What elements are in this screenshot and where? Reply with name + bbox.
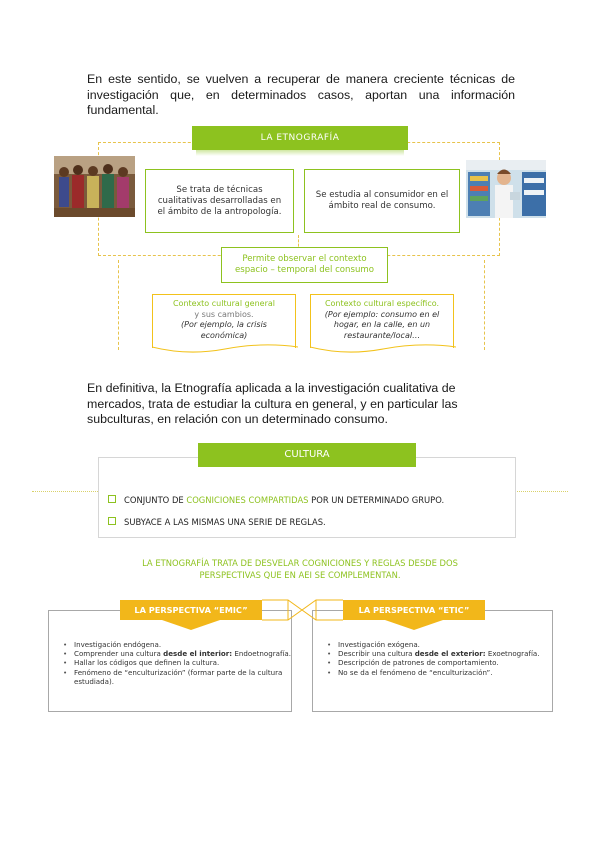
emic-title-arrow bbox=[162, 620, 220, 630]
wave-border bbox=[310, 344, 456, 353]
etic-list: Investigación exógena. Describir una cul… bbox=[324, 640, 560, 677]
cultura-summary: LA ETNOGRAFÍA TRATA DE DESVELAR COGNICIO… bbox=[142, 558, 458, 580]
etic-item: Descripción de patrones de comportamient… bbox=[327, 658, 560, 667]
second-paragraph: En definitiva, la Etnografía aplicada a … bbox=[87, 381, 458, 426]
cultura-frame-top-right bbox=[416, 457, 515, 458]
context-general-box: Contexto cultural general y sus cambios.… bbox=[152, 294, 298, 353]
checkbox-icon bbox=[108, 517, 116, 525]
cultura-frame bbox=[98, 457, 516, 538]
context-general-subtitle: y sus cambios. bbox=[194, 309, 254, 319]
cultura-item-2: SUBYACE A LAS MISMAS UNA SERIE DE REGLAS… bbox=[108, 517, 508, 527]
cultura-title: CULTURA bbox=[198, 443, 416, 467]
dashed-connector-center bbox=[298, 235, 300, 251]
consumer-box: Se estudia al consumidor en el ámbito re… bbox=[304, 169, 460, 233]
etic-title-arrow bbox=[385, 620, 443, 630]
supermarket-shopper-photo bbox=[466, 160, 546, 218]
cultura-frame-top bbox=[98, 457, 198, 458]
context-general-example: (Por ejemplo, la crisis económica) bbox=[181, 320, 267, 340]
cultura-section: CULTURA CONJUNTO DE COGNICIONES COMPARTI… bbox=[0, 436, 599, 586]
emic-list: Investigación endógena. Comprender una c… bbox=[60, 640, 300, 686]
etnografia-diagram: LA ETNOGRAFÍA Se trata de técnicas c bbox=[0, 120, 599, 360]
complement-cross-icon bbox=[262, 599, 343, 621]
context-general-title: Contexto cultural general bbox=[172, 299, 276, 308]
context-specific-box: Contexto cultural específico. (Por ejemp… bbox=[310, 294, 456, 353]
etic-item: Describir una cultura desde el exterior:… bbox=[327, 649, 560, 658]
emic-item: Hallar los códigos que definen la cultur… bbox=[63, 658, 300, 667]
context-box: Permite observar el contexto espacio – t… bbox=[221, 247, 388, 283]
etic-title: LA PERSPECTIVA “ETIC” bbox=[343, 600, 485, 620]
checkbox-icon bbox=[108, 495, 116, 503]
title-bar-shadow bbox=[196, 150, 404, 156]
etic-item: Investigación exógena. bbox=[327, 640, 560, 649]
definition-box: Se trata de técnicas cualitativas desarr… bbox=[145, 169, 294, 233]
etic-item: No se da el fenómeno de “enculturización… bbox=[327, 668, 560, 677]
etnografia-title: LA ETNOGRAFÍA bbox=[192, 126, 408, 150]
cultura-item-1: CONJUNTO DE COGNICIONES COMPARTIDAS POR … bbox=[108, 495, 508, 505]
wave-border bbox=[152, 344, 298, 353]
emic-title: LA PERSPECTIVA “EMIC” bbox=[120, 600, 262, 620]
dashed-frame-lower bbox=[118, 260, 485, 350]
people-group-photo bbox=[54, 156, 135, 217]
context-specific-example: (Por ejemplo: consumo en el hogar, en la… bbox=[324, 309, 440, 340]
context-specific-title: Contexto cultural específico. bbox=[324, 299, 440, 308]
emic-item: Investigación endógena. bbox=[63, 640, 300, 649]
emic-item: Fenómeno de “enculturización” (formar pa… bbox=[63, 668, 300, 686]
intro-paragraph: En este sentido, se vuelven a recuperar … bbox=[87, 72, 515, 117]
emic-item: Comprender una cultura desde el interior… bbox=[63, 649, 300, 658]
